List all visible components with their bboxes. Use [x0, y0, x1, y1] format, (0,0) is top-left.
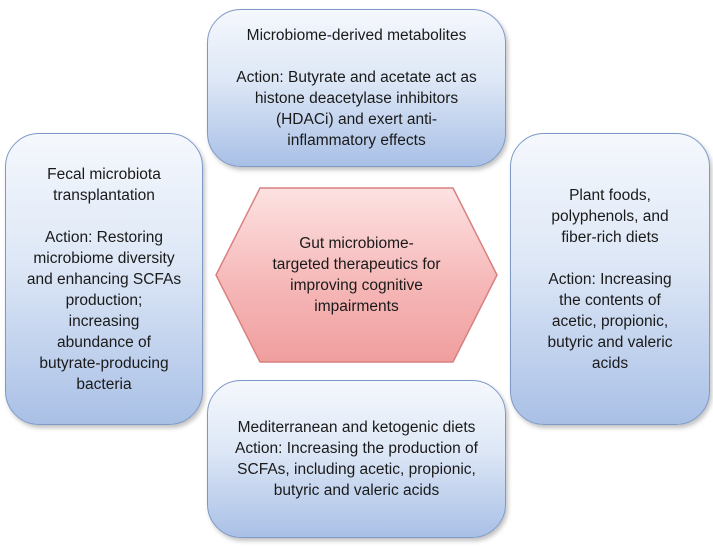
plant-foods-box: Plant foods, polyphenols, and fiber-rich…	[510, 133, 710, 425]
fecal-action-line-1: Action: Restoring	[44, 228, 164, 246]
diets-box: Mediterranean and ketogenic diets Action…	[207, 380, 506, 538]
center-text: Gut microbiome- targeted therapeutics fo…	[264, 186, 449, 364]
center-line-3: improving cognitive	[290, 277, 423, 294]
metabolites-title-line-1: Microbiome-derived metabolites	[246, 27, 467, 44]
fecal-action-line-7: butyrate-producing	[39, 354, 169, 372]
fecal-title-line-1: Fecal microbiota	[47, 165, 161, 183]
diets-action-line-3: butyric and valeric acids	[273, 482, 440, 499]
center-hexagon: Gut microbiome- targeted therapeutics fo…	[214, 186, 499, 364]
diets-title-line-1: Mediterranean and ketogenic diets	[237, 419, 476, 436]
plant-action-line-1: Action: Increasing	[548, 270, 672, 288]
plant-title-line-1: Plant foods,	[569, 186, 651, 204]
metabolites-action-line-1: Action: Butyrate and acetate act as	[236, 69, 477, 86]
hexagon-shape	[215, 187, 498, 363]
metabolites-box: Microbiome-derived metabolites Action: B…	[207, 9, 506, 167]
plant-action-line-2: the contents of	[559, 291, 661, 309]
fecal-action-line-2: microbiome diversity	[33, 249, 175, 267]
metabolites-action-line-4: inflammatory effects	[287, 132, 426, 149]
fecal-action-line-8: bacteria	[76, 375, 132, 393]
center-line-2: targeted therapeutics for	[272, 256, 441, 273]
diets-action-line-2: SCFAs, including acetic, propionic,	[237, 461, 476, 478]
metabolites-action-line-2: histone deacetylase inhibitors	[254, 90, 459, 107]
metabolites-action-line-3: (HDACi) and exert anti-	[275, 111, 438, 128]
plant-title-line-2: polyphenols, and	[551, 207, 669, 225]
center-line-4: impairments	[314, 298, 399, 315]
plant-title-line-3: fiber-rich diets	[561, 228, 659, 246]
center-line-1: Gut microbiome-	[299, 235, 414, 252]
plant-action-line-5: acids	[591, 354, 629, 372]
diets-action-line-1: Action: Increasing the production of	[235, 440, 478, 457]
fecal-action-line-5: increasing	[68, 312, 140, 330]
fecal-action-line-3: and enhancing SCFAs	[26, 270, 182, 288]
plant-action-line-3: acetic, propionic,	[551, 312, 669, 330]
fecal-action-line-6: abundance of	[57, 333, 151, 351]
fecal-transplant-box: Fecal microbiota transplantation Action:…	[5, 133, 203, 425]
plant-action-line-4: butyric and valeric	[547, 333, 673, 351]
fecal-title-line-2: transplantation	[53, 186, 155, 204]
fecal-action-line-4: production;	[65, 291, 143, 309]
